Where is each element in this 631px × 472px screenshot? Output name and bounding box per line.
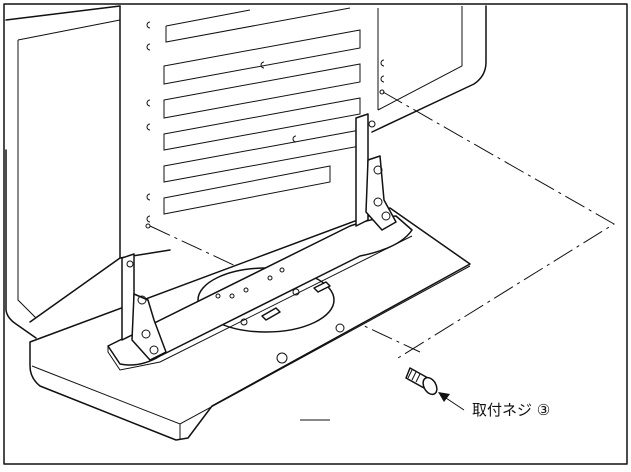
screw-callout-label: 取付ネジ ③ [472,401,551,419]
diagram-frame [3,3,628,465]
left-bracket [121,253,167,361]
right-bracket [355,113,397,231]
callout-arrow [438,392,465,411]
stand-neck [107,215,413,371]
mounting-screw-icon [405,367,438,396]
tv-rear-housing [5,5,487,339]
